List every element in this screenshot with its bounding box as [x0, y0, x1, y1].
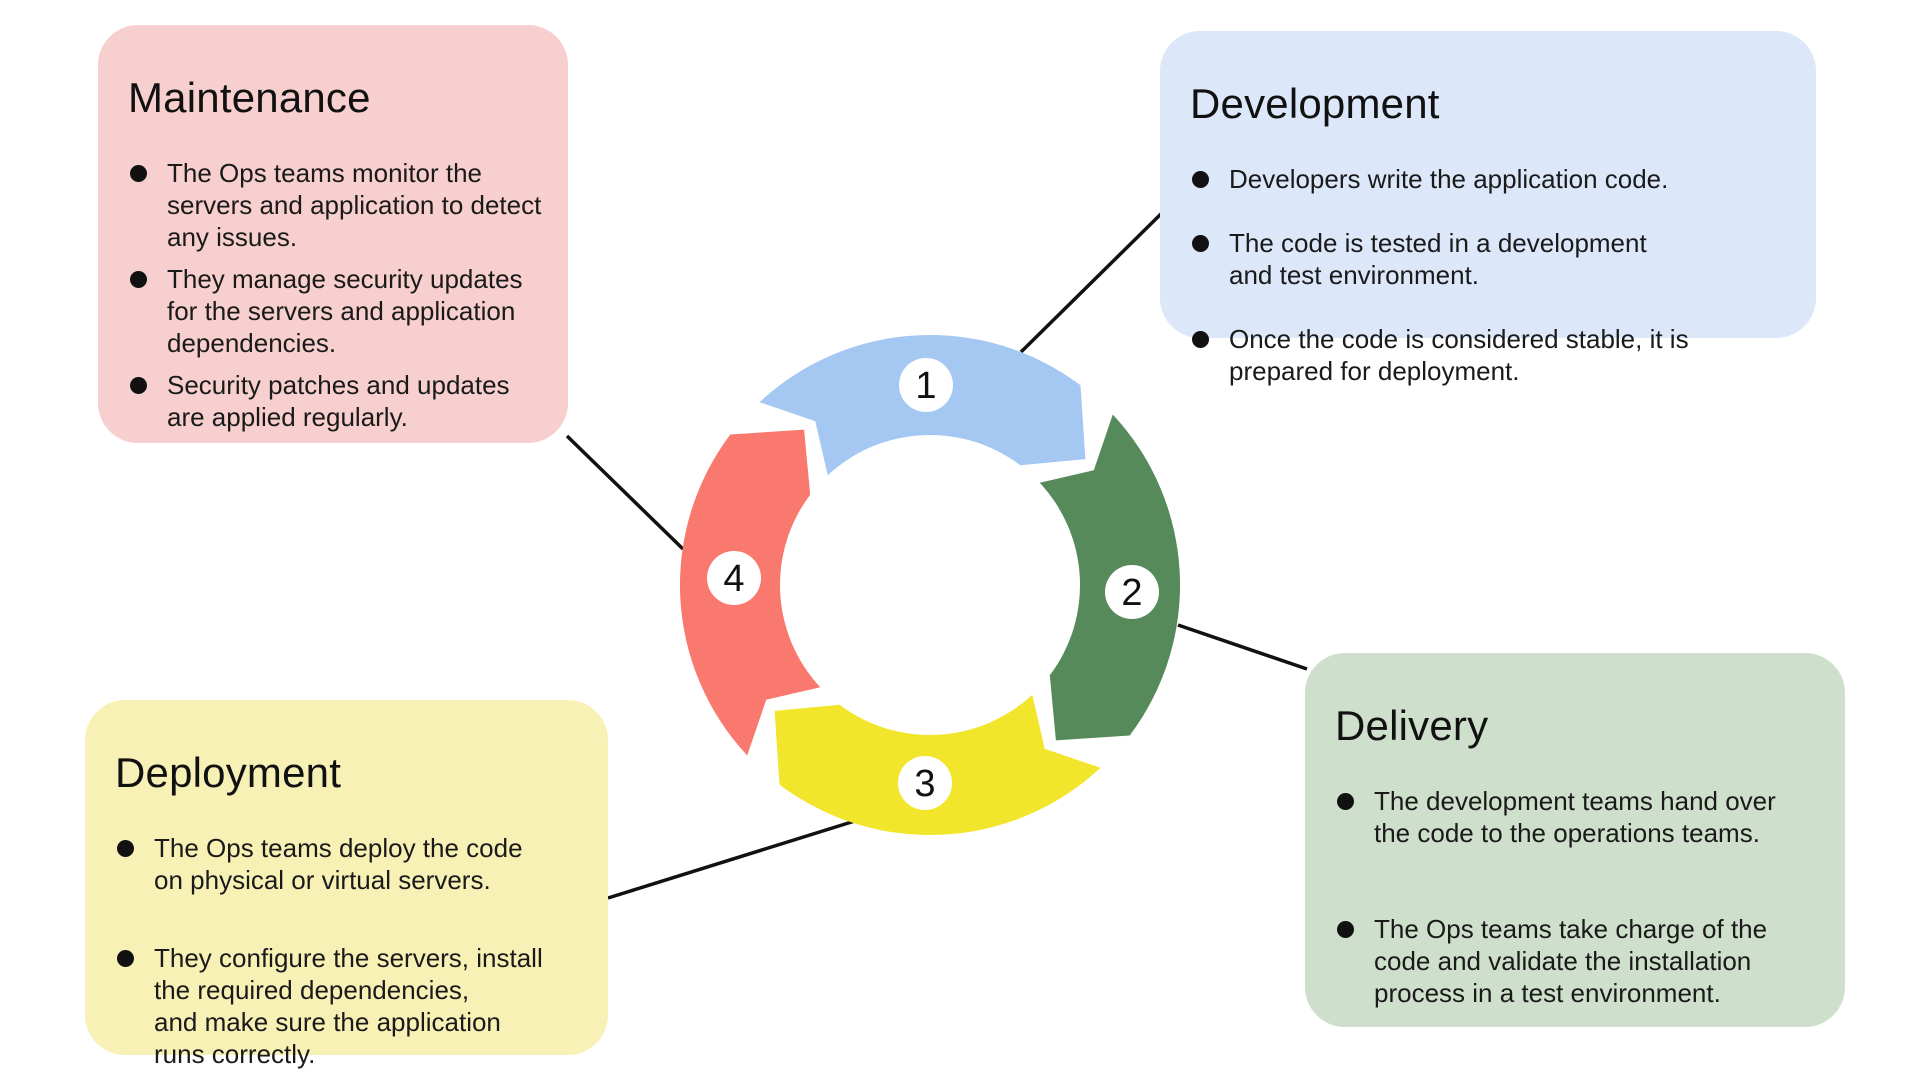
bullet-icon [117, 839, 134, 857]
card-title-delivery: Delivery [1335, 701, 1489, 749]
bullet-list: The development teams hand over the code… [1335, 785, 1821, 1009]
bullet-text: Security patches and updates are applied… [167, 369, 510, 432]
step-badge-4: 4 [707, 551, 761, 605]
bullet-list: The Ops teams monitor the servers and ap… [128, 157, 544, 433]
bullet-icon [1337, 920, 1354, 938]
bullet-text: They manage security updates for the ser… [167, 263, 523, 358]
card-delivery: Delivery The development teams hand over… [1305, 653, 1845, 1027]
bullet-list: Developers write the application code. T… [1190, 163, 1792, 387]
list-item: The development teams hand over the code… [1335, 785, 1821, 849]
bullet-text: The development teams hand over the code… [1374, 785, 1776, 848]
bullet-text: Once the code is considered stable, it i… [1229, 323, 1689, 386]
bullet-text: The Ops teams take charge of the code an… [1374, 913, 1768, 1008]
badge-number: 2 [1121, 572, 1142, 614]
list-item: The Ops teams take charge of the code an… [1335, 913, 1821, 1009]
list-item: Security patches and updates are applied… [128, 369, 544, 433]
bullet-text: They configure the servers, install the … [154, 942, 543, 1069]
list-item: The Ops teams deploy the code on physica… [115, 832, 584, 896]
bullet-icon [1192, 330, 1209, 348]
card-maintenance: Maintenance The Ops teams monitor the se… [98, 25, 568, 443]
bullet-text: The code is tested in a development and … [1229, 227, 1647, 290]
card-deployment: Deployment The Ops teams deploy the code… [85, 700, 608, 1069]
connector-line-delivery [1177, 623, 1308, 671]
list-item: They configure the servers, install the … [115, 942, 584, 1070]
bullet-icon [1192, 234, 1209, 252]
badge-number: 3 [914, 763, 935, 805]
bullet-icon [117, 949, 134, 967]
list-item: They manage security updates for the ser… [128, 263, 544, 359]
step-badge-2: 2 [1105, 565, 1159, 619]
step-badge-1: 1 [899, 358, 953, 412]
badge-circle [898, 756, 952, 810]
card-development: Development Developers write the applica… [1160, 31, 1816, 386]
card-title-deployment: Deployment [115, 748, 342, 796]
bullet-icon [130, 376, 147, 394]
step-badge-3: 3 [898, 756, 952, 810]
badge-circle [1105, 565, 1159, 619]
badge-number: 4 [723, 558, 744, 600]
bullet-list: The Ops teams deploy the code on physica… [115, 832, 584, 1070]
badge-circle [899, 358, 953, 412]
badge-number: 1 [915, 365, 936, 407]
bullet-icon [130, 164, 147, 182]
bullet-icon [1192, 170, 1209, 188]
connector-line-development [1019, 206, 1169, 354]
badge-circle [707, 551, 761, 605]
bullet-text: Developers write the application code. [1229, 163, 1669, 194]
bullet-text: The Ops teams deploy the code on physica… [154, 832, 523, 895]
list-item: Once the code is considered stable, it i… [1190, 323, 1792, 387]
bullet-icon [130, 270, 147, 288]
list-item: Developers write the application code. [1190, 163, 1792, 195]
bullet-icon [1337, 792, 1354, 810]
list-item: The code is tested in a development and … [1190, 227, 1792, 291]
bullet-text: The Ops teams monitor the servers and ap… [167, 157, 542, 252]
list-item: The Ops teams monitor the servers and ap… [128, 157, 544, 253]
connector-line-maintenance [565, 434, 685, 551]
card-title-maintenance: Maintenance [128, 73, 371, 121]
connector-line-deployment [607, 818, 859, 900]
card-title-development: Development [1190, 79, 1440, 127]
